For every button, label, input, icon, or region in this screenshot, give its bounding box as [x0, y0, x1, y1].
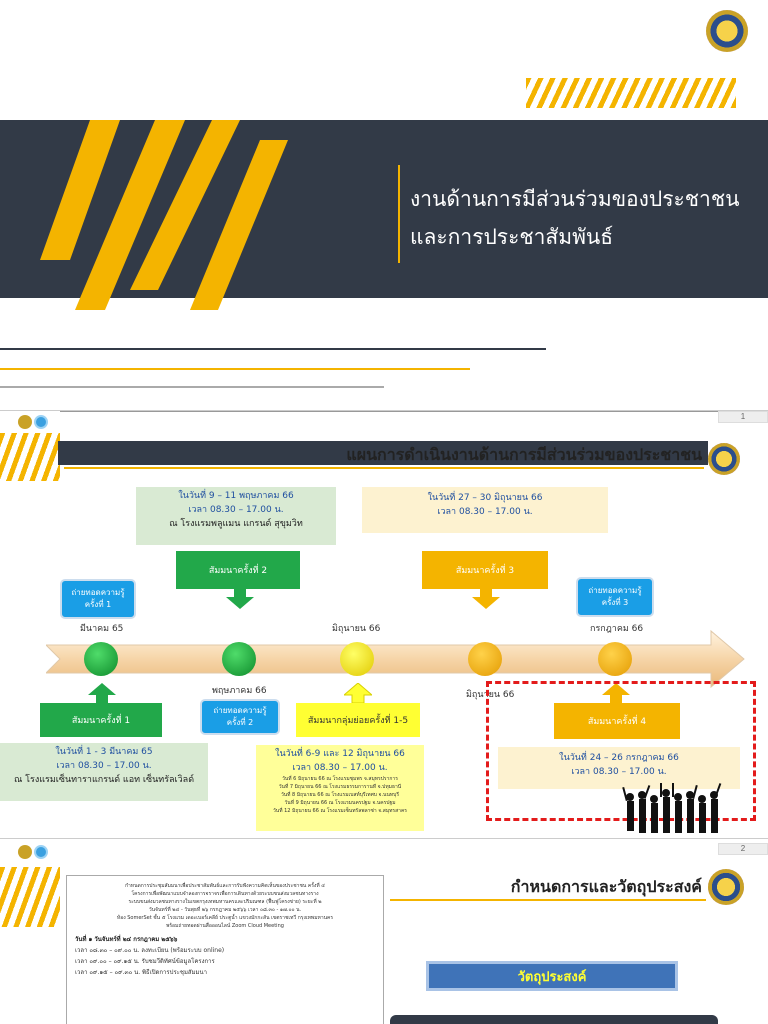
transfer3-button: ถ่ายทอดความรู้ ครั้งที่ 3: [576, 577, 654, 617]
workshop2-time: เวลา 08.30 – 17.00 น.: [188, 505, 284, 515]
month-label: พฤษภาคม 66: [212, 686, 267, 696]
workshop1-time: เวลา 08.30 – 17.00 น.: [56, 761, 152, 771]
workshop1-info: ในวันที่ 1 - 3 มีนาคม 65 เวลา 08.30 – 17…: [0, 743, 208, 801]
arrow-down-icon: [472, 589, 500, 609]
workshop2-label: สัมมนาครั้งที่ 2: [176, 551, 300, 589]
subgroup-time: เวลา 08.30 – 17.00 น.: [292, 763, 388, 773]
workshop1-label: สัมมนาครั้งที่ 1: [40, 703, 162, 737]
logo-icon: [34, 845, 48, 859]
divider-line: [0, 368, 470, 370]
doc-header-line: ห้อง SomerSet ชั้น ๕ โรงแรม เดอะเบอร์เคล…: [116, 915, 334, 921]
doc-header-line: กำหนดการประชุมสัมมนาเพื่อประชาสัมพันธ์แล…: [124, 883, 326, 889]
decorative-stripes: [40, 120, 288, 310]
doc-header-line: พร้อมถ่ายทอดผ่านสื่อออนไลน์ Zoom Cloud M…: [166, 923, 284, 929]
workshop3-date: ในวันที่ 27 – 30 มิถุนายน 66: [427, 493, 543, 503]
doc-header-line: ระบบขนส่งมวลชนทางรางในเขตกรุงเทพมหานครแล…: [128, 899, 322, 905]
org-emblem-icon: [708, 443, 740, 475]
org-emblem-icon: [708, 869, 744, 905]
workshop4-date: ในวันที่ 24 – 26 กรกฎาคม 66: [559, 753, 679, 763]
subgroup-detail: วันที่ 6 มิถุนายน 66 ณ โรงแรมชุมพร จ.สมุ…: [282, 776, 398, 782]
timeline-arrow: [46, 629, 745, 689]
arrow-up-icon: [88, 683, 116, 703]
decorative-hatch: [526, 78, 736, 108]
doc-row: เวลา ๐๘.๓๐ – ๐๙.๐๐ น. ลงทะเบียน (พร้อมระ…: [75, 947, 225, 954]
header-underline: [390, 899, 706, 901]
workshop2-date: ในวันที่ 9 – 11 พฤษภาคม 66: [178, 491, 294, 501]
subgroup-info: ในวันที่ 6-9 และ 12 มิถุนายน 66 เวลา 08.…: [256, 745, 424, 831]
timeline-dot: [598, 642, 632, 676]
doc-header-line: โครงการเพื่อพัฒนาแบบจำลองการจราจรเพื่อกา…: [131, 891, 319, 897]
subgroup-date: ในวันที่ 6-9 และ 12 มิถุนายน 66: [275, 749, 405, 759]
month-label: มิถุนายน 66: [466, 690, 515, 700]
subgroup-detail: วันที่ 8 มิถุนายน 66 ณ โรงแรมเบสท์บุรีเท…: [280, 792, 400, 798]
workshop4-label: สัมมนาครั้งที่ 4: [554, 703, 680, 739]
doc-row: เวลา ๐๙.๐๐ – ๐๙.๑๕ น. รับชมวีดิทัศน์ข้อม…: [75, 958, 215, 965]
logo-icon: [18, 415, 32, 429]
transfer1-button: ถ่ายทอดความรู้ ครั้งที่ 1: [60, 579, 136, 619]
divider-line: [0, 348, 546, 350]
plan-slide: 1 แผนการดำเนินงานด้านการมีส่วนร่วมของประ…: [0, 410, 768, 836]
transfer2-line1: ถ่ายทอดความรู้: [213, 706, 267, 715]
month-label: กรกฎาคม 66: [590, 624, 644, 634]
workshop1-place: ณ โรงแรมเซ็นทาราแกรนด์ แอท เซ็นทรัลเวิลด…: [13, 775, 195, 785]
workshop3-info: ในวันที่ 27 – 30 มิถุนายน 66 เวลา 08.30 …: [362, 487, 608, 533]
highlight-dashed-box: [486, 681, 756, 821]
timeline-dot: [222, 642, 256, 676]
month-label: มิถุนายน 66: [332, 624, 381, 634]
objective-heading: วัตถุประสงค์: [426, 961, 678, 991]
objective-panel: [390, 1015, 718, 1024]
logo-icon: [18, 845, 32, 859]
slide3-title: กำหนดการและวัตถุประสงค์: [510, 877, 702, 896]
timeline-dot: [340, 642, 374, 676]
workshop1-date: ในวันที่ 1 - 3 มีนาคม 65: [55, 747, 153, 757]
slide1-title-line2: และการประชาสัมพันธ์: [410, 225, 614, 249]
subgroup-label: สัมมนากลุ่มย่อยครั้งที่ 1-5: [296, 703, 420, 737]
workshop4-info: ในวันที่ 24 – 26 กรกฎาคม 66 เวลา 08.30 –…: [498, 747, 740, 789]
crowd-silhouette-icon: [622, 783, 722, 833]
doc-row: เวลา ๐๙.๑๕ – ๐๙.๓๐ น. พิธีเปิดการประชุมส…: [75, 969, 207, 976]
transfer2-button: ถ่ายทอดความรู้ ครั้งที่ 2: [200, 699, 280, 735]
subgroup-detail: วันที่ 12 มิถุนายน 66 ณ โรงแรมเซ็นทรัลพล…: [272, 808, 407, 814]
month-label: มีนาคม 65: [80, 624, 124, 634]
header-bar: [58, 441, 708, 465]
workshop2-place: ณ โรงแรมพลูแมน แกรนด์ สุขุมวิท: [169, 519, 303, 529]
decorative-hatch: [0, 433, 60, 481]
transfer3-line2: ครั้งที่ 3: [601, 598, 629, 607]
title-slide: งานด้านการมีส่วนร่วมของประชาชน และการประ…: [0, 0, 768, 408]
logo-icon: [34, 415, 48, 429]
slide1-title-line1: งานด้านการมีส่วนร่วมของประชาชน: [410, 187, 740, 211]
doc-header-line: วันจันทร์ที่ ๒๔ - วันพุธที่ ๒๖ กรกฎาคม ๒…: [148, 907, 302, 913]
transfer2-line2: ครั้งที่ 2: [226, 718, 254, 727]
divider-line: [0, 386, 384, 388]
schedule-slide: 2 กำหนดการและวัตถุประสงค์ กำหนดการประชุม…: [0, 838, 768, 1024]
subgroup-detail: วันที่ 9 มิถุนายน 66 ณ โรงแรมนครปฐม จ.นค…: [284, 800, 396, 806]
slide2-title: แผนการดำเนินงานด้านการมีส่วนร่วมของประชา…: [346, 445, 702, 464]
page-number: 2: [718, 843, 768, 855]
header-underline: [64, 467, 704, 469]
doc-day-heading: วันที่ ๑ วันจันทร์ที่ ๒๔ กรกฎาคม ๒๕๖๖: [75, 936, 178, 943]
workshop3-time: เวลา 08.30 – 17.00 น.: [437, 507, 533, 517]
org-emblem-icon: [706, 10, 748, 52]
arrow-down-icon: [226, 589, 254, 609]
page-number: 1: [718, 411, 768, 423]
transfer3-line1: ถ่ายทอดความรู้: [588, 586, 642, 595]
workshop3-label: สัมมนาครั้งที่ 3: [422, 551, 548, 589]
timeline-dot: [468, 642, 502, 676]
transfer1-line2: ครั้งที่ 1: [84, 600, 112, 609]
workshop2-info: ในวันที่ 9 – 11 พฤษภาคม 66 เวลา 08.30 – …: [136, 487, 336, 545]
schedule-document: กำหนดการประชุมสัมมนาเพื่อประชาสัมพันธ์แล…: [66, 875, 384, 1024]
title-divider: [398, 165, 400, 263]
workshop4-time: เวลา 08.30 – 17.00 น.: [571, 767, 667, 777]
header-line: [60, 411, 768, 412]
slide1-title: งานด้านการมีส่วนร่วมของประชาชน และการประ…: [410, 180, 760, 256]
arrow-up-icon: [344, 683, 372, 703]
timeline-dot: [84, 642, 118, 676]
decorative-hatch: [0, 867, 60, 927]
transfer1-line1: ถ่ายทอดความรู้: [71, 588, 125, 597]
subgroup-detail: วันที่ 7 มิถุนายน 66 ณ โรงแรมธรรมการานที…: [278, 784, 402, 790]
arrow-up-icon: [602, 683, 630, 703]
